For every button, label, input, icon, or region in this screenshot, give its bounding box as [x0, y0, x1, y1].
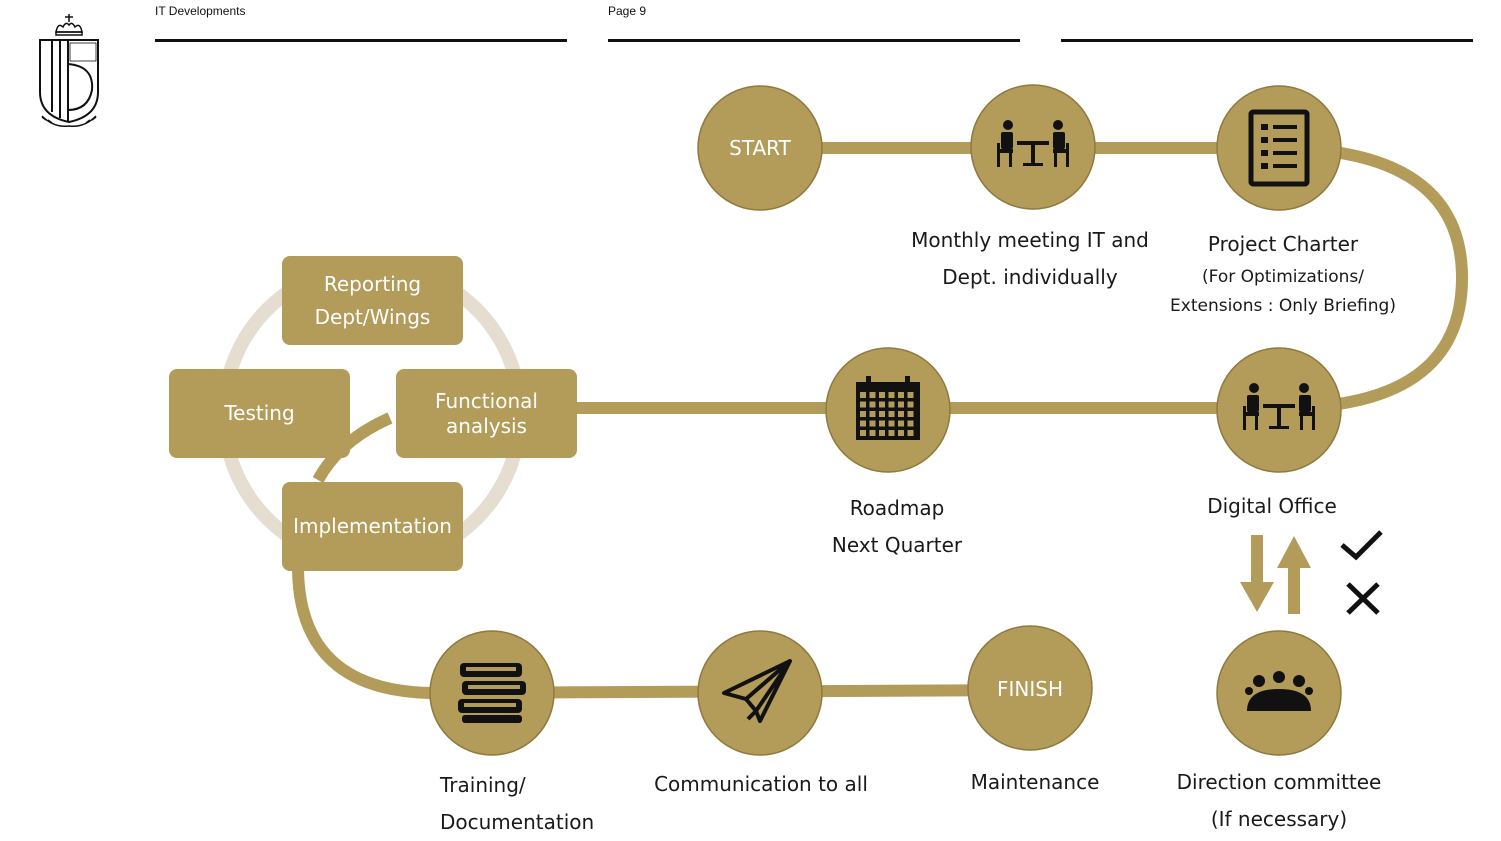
maintenance-label: Maintenance — [970, 770, 1100, 794]
implementation-box: Implementation — [282, 482, 463, 571]
implementation-label: Implementation — [293, 514, 452, 538]
reporting-line1: Reporting — [323, 271, 422, 296]
club-logo — [39, 14, 99, 128]
calendar-cell — [869, 392, 876, 398]
functional-line1: Functional — [435, 388, 538, 413]
finish-text: FINISH — [997, 677, 1063, 701]
calendar-cell — [907, 392, 914, 398]
testing-box: Testing — [169, 369, 350, 458]
monthly-meeting-label: Monthly meeting IT and Dept. individuall… — [880, 222, 1180, 296]
calendar-icon — [856, 376, 920, 440]
calendar-cell — [898, 411, 904, 417]
project-charter-label: Project Charter — [1133, 226, 1433, 263]
page-number: Page 9 — [608, 4, 647, 18]
calendar-cell — [879, 411, 885, 417]
header-rule-left — [155, 39, 567, 42]
start-node — [697, 85, 823, 211]
roadmap-line1: Roadmap — [849, 496, 945, 520]
calendar-cell — [907, 411, 914, 417]
calendar-cell — [888, 430, 895, 436]
calendar-cell — [898, 392, 904, 398]
reporting-line2: Dept/Wings — [314, 304, 431, 329]
calendar-cell — [907, 420, 914, 427]
calendar-cell — [898, 401, 904, 408]
calendar-cell — [879, 401, 885, 408]
digital-office-label: Digital Office — [1207, 494, 1337, 518]
monthly-meeting-line1: Monthly meeting IT and — [911, 228, 1149, 252]
up-down-arrows-icon — [1240, 535, 1311, 614]
finish-node — [967, 625, 1093, 751]
communication-node — [697, 630, 823, 756]
meeting-icon — [997, 120, 1069, 167]
calendar-cell — [879, 420, 885, 427]
training-label: Training/ Documentation — [440, 767, 594, 841]
roadmap-label: Roadmap Next Quarter — [747, 490, 1047, 564]
calendar-cell — [869, 420, 876, 427]
checklist-icon — [1248, 109, 1310, 187]
direction-committee-line2: (If necessary) — [1210, 807, 1348, 831]
training-line1: Training/ — [440, 773, 526, 797]
group-icon — [1245, 671, 1313, 711]
books-icon — [458, 663, 526, 723]
checkmark-icon — [1340, 530, 1383, 561]
calendar-cell — [888, 411, 895, 417]
calendar-cell — [888, 420, 895, 427]
calendar-cell — [860, 411, 866, 417]
meeting-icon — [1243, 383, 1315, 430]
paper-plane-icon — [722, 659, 792, 723]
header-title: IT Developments — [155, 4, 246, 18]
roadmap-line2: Next Quarter — [831, 533, 963, 557]
calendar-cell — [869, 430, 876, 436]
calendar-cell — [860, 392, 866, 398]
calendar-cell — [898, 420, 904, 427]
calendar-cell — [898, 430, 904, 436]
cross-icon — [1346, 582, 1380, 615]
project-charter-node — [1216, 85, 1342, 211]
calendar-cell — [860, 401, 866, 408]
cycle-arrowhead — [262, 304, 274, 316]
start-text: START — [729, 136, 791, 160]
calendar-cell — [860, 420, 866, 427]
calendar-cell — [888, 392, 895, 398]
calendar-cell — [888, 401, 895, 408]
direction-committee-label: Direction committee (If necessary) — [1129, 764, 1429, 838]
header-rule-middle — [608, 39, 1020, 42]
training-line2: Documentation — [440, 810, 595, 834]
monthly-meeting-line2: Dept. individually — [942, 265, 1118, 289]
project-charter-title: Project Charter — [1207, 232, 1359, 256]
communication-label: Communication to all — [654, 772, 868, 796]
testing-label: Testing — [224, 401, 295, 425]
project-charter-note2: Extensions : Only Briefing) — [1170, 296, 1396, 316]
header-rule-right — [1061, 39, 1473, 42]
functional-line2: analysis — [446, 413, 527, 438]
calendar-cell — [907, 401, 914, 408]
calendar-cell — [869, 411, 876, 417]
direction-committee-line1: Direction committee — [1176, 770, 1382, 794]
calendar-cell — [860, 430, 866, 436]
calendar-cell — [907, 430, 914, 436]
project-charter-note: (For Optimizations/ Extensions : Only Br… — [1133, 263, 1433, 321]
calendar-cell — [879, 392, 885, 398]
calendar-cell — [879, 430, 885, 436]
project-charter-note1: (For Optimizations/ — [1202, 267, 1364, 287]
calendar-cell — [869, 401, 876, 408]
